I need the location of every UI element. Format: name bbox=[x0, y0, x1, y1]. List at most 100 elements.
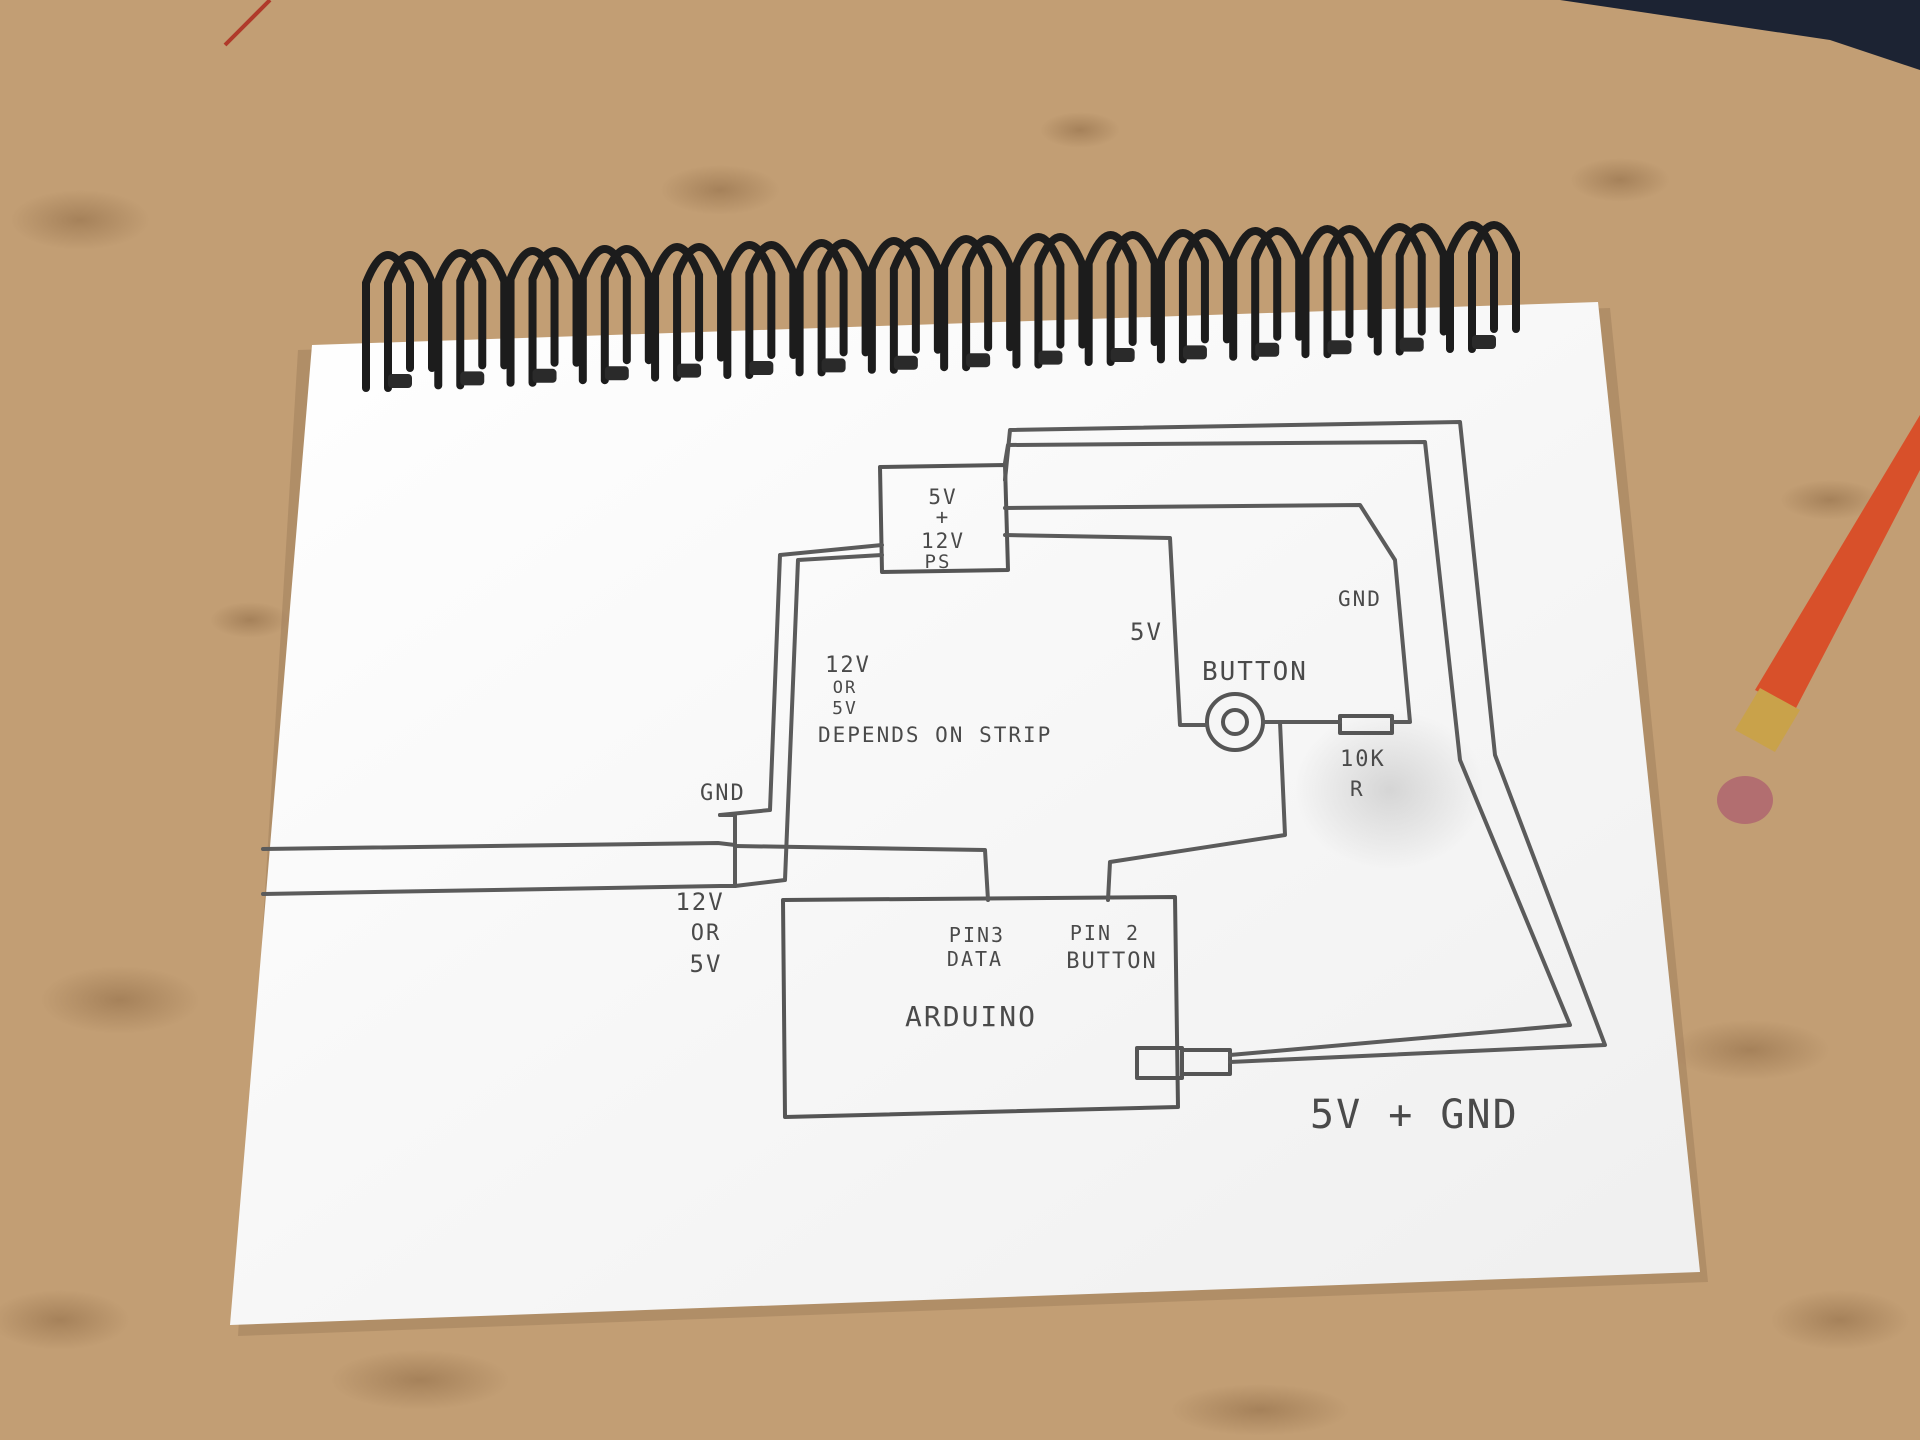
spiral-loop bbox=[1084, 231, 1137, 366]
spiral-loop bbox=[528, 247, 581, 387]
spiral-hole bbox=[1110, 348, 1135, 362]
wire-gnd-to-ps bbox=[718, 543, 884, 817]
usb-power-note: 5V + GND bbox=[1310, 1092, 1519, 1138]
button-labels: 5V BUTTON GND 10K R bbox=[1130, 587, 1386, 801]
spiral-hole bbox=[893, 355, 918, 370]
red-wire bbox=[223, 0, 272, 47]
spiral-loop bbox=[434, 249, 487, 390]
spiral-coil bbox=[1012, 233, 1087, 369]
spiral-coil bbox=[1156, 229, 1231, 364]
spiral-coil bbox=[867, 237, 942, 374]
spiral-hole bbox=[1038, 350, 1063, 365]
spiral-coil bbox=[723, 241, 798, 379]
pencil bbox=[1717, 415, 1920, 824]
left-voltage-line3: 5V bbox=[690, 950, 723, 978]
wire-5v-gnd-outer bbox=[1003, 420, 1607, 1064]
strip-voltage-line4: DEPENDS ON STRIP bbox=[818, 723, 1052, 747]
wire-pin3-data bbox=[733, 844, 990, 902]
strip-voltage-label: 12V OR 5V DEPENDS ON STRIP bbox=[818, 653, 1052, 747]
spiral-hole bbox=[532, 368, 557, 383]
spiral-hole bbox=[749, 361, 774, 375]
notebook bbox=[230, 302, 1708, 1336]
spiral-coil bbox=[940, 235, 1015, 372]
arduino-box bbox=[781, 895, 1180, 1119]
spiral-binding bbox=[362, 221, 1520, 392]
spiral-coil bbox=[1446, 221, 1520, 353]
spiral-loop bbox=[1468, 221, 1520, 353]
spiral-loop bbox=[600, 245, 653, 385]
wire-5v-gnd-inner bbox=[1003, 440, 1572, 1057]
spiral-loop bbox=[1251, 227, 1304, 361]
spiral-coil bbox=[1301, 225, 1376, 359]
strip-voltage-line3: 5V bbox=[832, 698, 858, 719]
pencil-ferrule bbox=[1735, 688, 1800, 752]
spiral-hole bbox=[460, 371, 485, 386]
spiral-loop bbox=[940, 235, 993, 372]
spiral-hole bbox=[1327, 340, 1352, 355]
spiral-loop bbox=[1323, 225, 1376, 359]
spiral-hole bbox=[966, 353, 991, 368]
spiral-loop bbox=[1106, 231, 1159, 366]
spiral-coil bbox=[362, 251, 436, 392]
button-center bbox=[1221, 708, 1249, 736]
spiral-loop bbox=[1034, 233, 1087, 369]
spiral-loop bbox=[723, 241, 776, 379]
spiral-loop bbox=[962, 235, 1015, 372]
left-connector-labels: GND 12V OR 5V bbox=[675, 781, 743, 978]
arduino-label: ARDUINO bbox=[905, 1000, 1037, 1033]
spiral-coil bbox=[1373, 223, 1448, 356]
spiral-loop bbox=[745, 241, 798, 379]
spiral-coil bbox=[434, 249, 509, 390]
wiring-diagram: 5V + 12V PS 12V OR 5V DEPENDS ON STRIP G… bbox=[261, 420, 1607, 1138]
spiral-hole bbox=[388, 374, 412, 388]
spiral-loop bbox=[1446, 221, 1498, 353]
resistor-value-label: 10K bbox=[1340, 747, 1386, 772]
button-gnd-label: GND bbox=[1338, 587, 1382, 611]
ps-label-1: 5V bbox=[928, 485, 957, 509]
spiral-loop bbox=[1395, 223, 1448, 356]
spiral-hole bbox=[1255, 342, 1280, 357]
spiral-loop bbox=[1301, 225, 1354, 359]
dark-object bbox=[1560, 0, 1920, 70]
spiral-loop bbox=[1229, 227, 1282, 361]
wire-vstrip-to-ps bbox=[733, 553, 884, 888]
spiral-loop bbox=[1373, 223, 1426, 356]
spiral-coil bbox=[1084, 231, 1159, 366]
pencil-body bbox=[1755, 415, 1920, 710]
left-voltage-line1: 12V bbox=[675, 888, 724, 916]
pin2-label-1: PIN 2 bbox=[1070, 921, 1140, 945]
spiral-loop bbox=[1012, 233, 1065, 369]
pencil-eraser bbox=[1717, 776, 1773, 824]
ps-label-4: PS bbox=[925, 551, 952, 573]
spiral-loop bbox=[867, 237, 920, 374]
resistor-symbol-label: R bbox=[1350, 777, 1365, 801]
strip-voltage-line2: OR bbox=[833, 678, 857, 698]
spiral-coil bbox=[1229, 227, 1304, 361]
wire-5v-to-button bbox=[1003, 533, 1209, 727]
wire-pin2-button bbox=[1106, 720, 1287, 902]
strip-voltage-line1: 12V bbox=[825, 653, 871, 678]
resistor-symbol bbox=[1338, 714, 1394, 735]
spiral-hole bbox=[604, 366, 629, 381]
spiral-loop bbox=[506, 247, 559, 387]
spiral-loop bbox=[384, 251, 436, 392]
spiral-coil bbox=[651, 243, 726, 382]
arduino-labels: PIN3 DATA PIN 2 BUTTON ARDUINO bbox=[905, 921, 1157, 1033]
power-supply-box bbox=[878, 463, 1010, 574]
spiral-coil bbox=[506, 247, 581, 387]
spiral-loop bbox=[817, 239, 870, 377]
spiral-loop bbox=[456, 249, 509, 390]
spiral-coil bbox=[578, 245, 653, 385]
ps-label-3: 12V bbox=[921, 529, 965, 553]
button-label: BUTTON bbox=[1202, 657, 1308, 687]
wire-strip-bottom bbox=[261, 884, 737, 896]
left-voltage-line2: OR bbox=[691, 921, 722, 946]
ps-label-2: + bbox=[936, 505, 951, 529]
spiral-coil bbox=[795, 239, 870, 377]
spiral-loop bbox=[1156, 229, 1209, 364]
wire-ps-to-gnd bbox=[1003, 503, 1412, 724]
pin2-label-2: BUTTON bbox=[1066, 949, 1157, 974]
spiral-hole bbox=[821, 358, 846, 373]
power-supply-label: 5V + 12V PS bbox=[921, 485, 965, 573]
